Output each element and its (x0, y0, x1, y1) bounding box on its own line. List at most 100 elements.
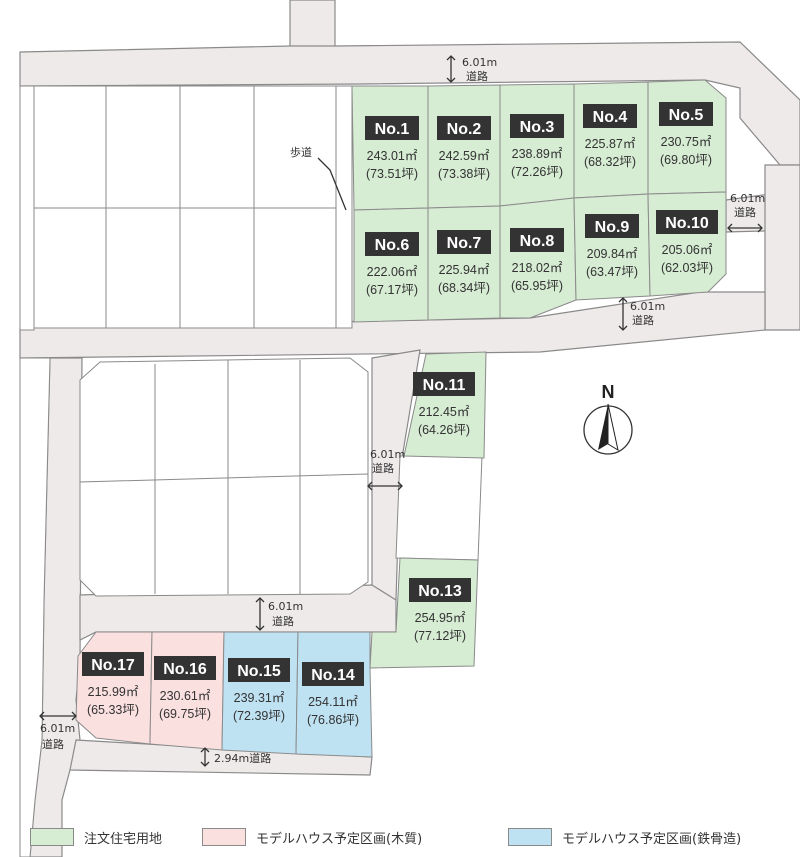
lot-label-6: No.6 222.06㎡ (67.17坪) (365, 232, 419, 297)
road-width-bottom: 2.94m道路 (214, 751, 271, 765)
road-label-middle: 道路 (632, 313, 654, 327)
lot-area: 254.95㎡ (415, 611, 466, 625)
lot-number-badge (583, 104, 637, 128)
lot-label-17: No.17 215.99㎡ (65.33坪) (82, 652, 144, 717)
lot-area: 225.94㎡ (439, 263, 490, 277)
lot-number-badge (228, 658, 290, 682)
lot-number: No.11 (423, 377, 466, 394)
road-width-middle: 6.01m (630, 300, 665, 313)
lot-2[interactable] (427, 84, 501, 209)
road-network (19, 0, 800, 857)
lot-number: No.10 (665, 215, 709, 232)
lot-number-badge (82, 652, 144, 676)
lot-number: No.7 (447, 235, 482, 252)
road-label-east: 道路 (734, 205, 756, 219)
road-label-top: 道路 (466, 69, 488, 83)
lot-number-badge (365, 116, 419, 140)
lot-number-badge (409, 578, 471, 602)
lot-tsubo: (72.26坪) (511, 165, 563, 179)
svg-text:6.01m: 6.01m (462, 56, 497, 69)
sidewalk-leader (317, 157, 347, 211)
lot-number: No.13 (418, 583, 462, 600)
road-label-west: 道路 (42, 737, 64, 751)
legend-swatch-blue (508, 828, 552, 846)
lot-8[interactable] (499, 197, 577, 319)
lot-number: No.5 (669, 107, 704, 124)
road-middle (19, 291, 766, 359)
lot-tsubo: (63.47坪) (586, 265, 638, 279)
lot-number-badge (510, 114, 564, 138)
sidewalk-label: 歩道 (290, 145, 312, 159)
lot-area: 242.59㎡ (439, 149, 490, 163)
legend-label: モデルハウス予定区画(木質) (256, 831, 423, 847)
lot-area: 215.99㎡ (88, 685, 139, 699)
lot-number-badge (437, 116, 491, 140)
lot-tsubo: (65.33坪) (87, 703, 139, 717)
lot-number-badge (510, 228, 564, 252)
legend-item-custom-home: 注文住宅用地 (30, 826, 162, 848)
road-width-west: 6.01m (40, 722, 75, 735)
lot-tsubo: (77.12坪) (414, 629, 466, 643)
lot-number: No.1 (375, 121, 410, 138)
existing-blocks (19, 85, 483, 857)
lot-area: 230.61㎡ (160, 689, 211, 703)
lot-area: 209.84㎡ (587, 247, 638, 261)
road-width-lower: 6.01m (268, 600, 303, 613)
lot-tsubo: (68.32坪) (584, 155, 636, 169)
lot-label-13: No.13 254.95㎡ (77.12坪) (409, 578, 471, 643)
lot-number: No.14 (311, 667, 355, 684)
lot-1[interactable] (351, 85, 429, 211)
lot-tsubo: (68.34坪) (438, 281, 490, 295)
road-width-top: 6.01m (462, 56, 497, 69)
lot-number-badge (585, 214, 639, 238)
lot-number-badge (302, 662, 364, 686)
lot-area: 205.06㎡ (662, 243, 713, 257)
lot-number: No.17 (91, 657, 135, 674)
legend-swatch-pink (202, 828, 246, 846)
road-width-center: 6.01m (370, 448, 405, 461)
legend-swatch-green (30, 828, 74, 846)
lot-label-10: No.10 205.06㎡ (62.03坪) (656, 210, 718, 275)
lot-label-16: No.16 230.61㎡ (69.75坪) (154, 656, 216, 721)
lot-area: 238.89㎡ (512, 147, 563, 161)
lot-label-7: No.7 225.94㎡ (68.34坪) (437, 230, 491, 295)
legend-item-model-steel: モデルハウス予定区画(鉄骨造) (508, 826, 741, 848)
lot-number: No.4 (593, 109, 628, 126)
legend-label: モデルハウス予定区画(鉄骨造) (562, 831, 742, 847)
lot-number: No.2 (447, 121, 482, 138)
lot-tsubo: (72.39坪) (233, 709, 285, 723)
legend-label: 注文住宅用地 (84, 831, 163, 847)
lot-tsubo: (69.80坪) (660, 153, 712, 167)
lot-tsubo: (73.51坪) (366, 167, 418, 181)
lot-area: 230.75㎡ (661, 135, 712, 149)
lot-tsubo: (64.26坪) (418, 423, 470, 437)
legend-item-model-wood: モデルハウス予定区画(木質) (202, 826, 422, 848)
lot-labels: No.1243.01㎡(73.51坪)No.2242.59㎡(73.38坪)No… (82, 102, 718, 727)
lot-tsubo: (62.03坪) (661, 261, 713, 275)
compass-north-label: N (602, 382, 615, 402)
road-label-center: 道路 (372, 461, 394, 475)
lot-tsubo: (65.95坪) (511, 279, 563, 293)
lot-number-badge (437, 230, 491, 254)
road-north-stub (289, 0, 336, 51)
lot-tsubo: (69.75坪) (159, 707, 211, 721)
road-east (764, 164, 800, 331)
lot-number: No.15 (237, 663, 281, 680)
lot-area: 243.01㎡ (367, 149, 418, 163)
lot-tsubo: (67.17坪) (366, 283, 418, 297)
lot-label-5: No.5 230.75㎡ (69.80坪) (659, 102, 713, 167)
lot-area: 222.06㎡ (367, 265, 418, 279)
lot-number-badge (413, 372, 475, 396)
lot-number: No.16 (163, 661, 207, 678)
lot-area: 239.31㎡ (234, 691, 285, 705)
lot-number: No.6 (375, 237, 410, 254)
lot-number-badge (659, 102, 713, 126)
lot-3[interactable] (499, 83, 575, 207)
